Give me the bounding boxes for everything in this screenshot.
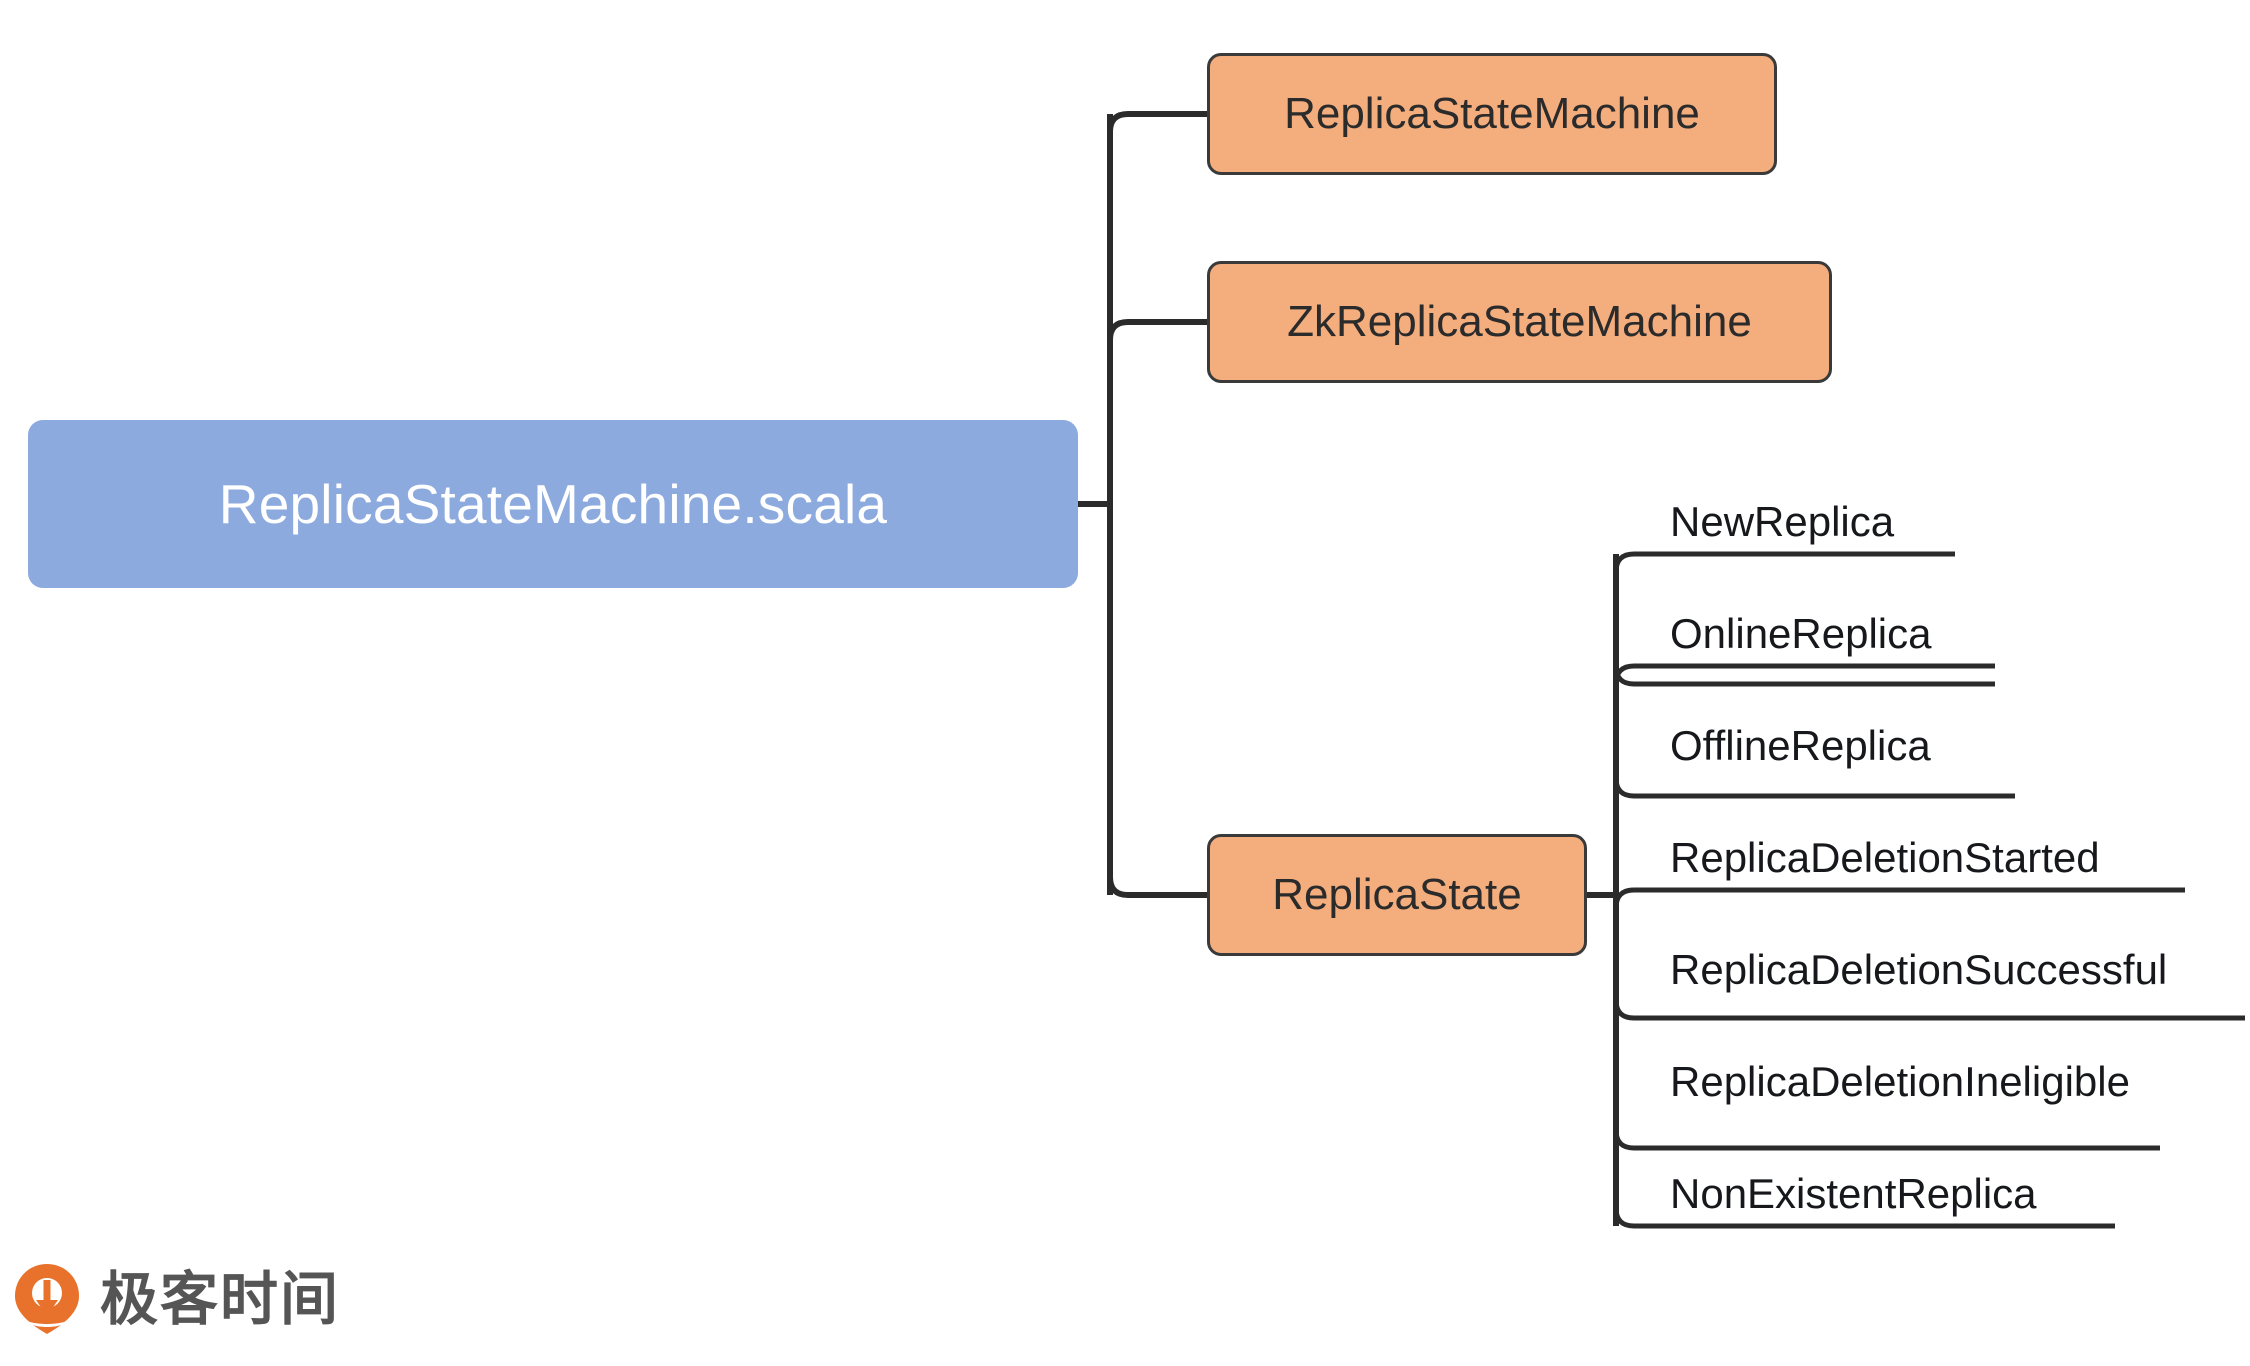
wire-leaf-1-top	[1613, 665, 1995, 687]
wire-leaf-0	[1613, 551, 1955, 573]
wire-leaf-5	[1613, 1129, 2160, 1151]
watermark: 极客时间	[10, 1262, 340, 1336]
branch-node-replicastate[interactable]: ReplicaState	[1207, 834, 1587, 956]
branch-node-zkreplicastatemachine[interactable]: ZkReplicaStateMachine	[1207, 261, 1832, 383]
wire-branch-1	[1107, 319, 1207, 341]
leaf-label-newreplica[interactable]: NewReplica	[1670, 498, 1895, 545]
leaf-label-offlinereplica[interactable]: OfflineReplica	[1670, 722, 1931, 769]
wire-leaf-2	[1613, 777, 2015, 799]
root-node-replicastatemachine-scala[interactable]: ReplicaStateMachine.scala	[28, 420, 1078, 588]
branch-node-replicastatemachine[interactable]: ReplicaStateMachine	[1207, 53, 1777, 175]
leaf-label-replicadeletionineligible[interactable]: ReplicaDeletionIneligible	[1670, 1058, 2130, 1105]
leaf-label-replicadeletionstarted[interactable]: ReplicaDeletionStarted	[1670, 834, 2100, 881]
wire-branch-2	[1107, 876, 1207, 898]
wire-leaf-1	[1613, 663, 1995, 685]
leaf-label-replicadeletionsuccessful[interactable]: ReplicaDeletionSuccessful	[1670, 946, 2168, 993]
wire-leaf-3	[1613, 887, 2185, 909]
leaf-label-onlinereplica[interactable]: OnlineReplica	[1670, 610, 1932, 657]
geekbang-logo-icon	[10, 1262, 84, 1336]
brand-name: 极客时间	[100, 1265, 341, 1333]
wire-branch-0	[1107, 111, 1207, 133]
wire-leaf-4	[1613, 999, 2245, 1021]
leaf-label-nonexistentreplica[interactable]: NonExistentReplica	[1670, 1170, 2037, 1217]
